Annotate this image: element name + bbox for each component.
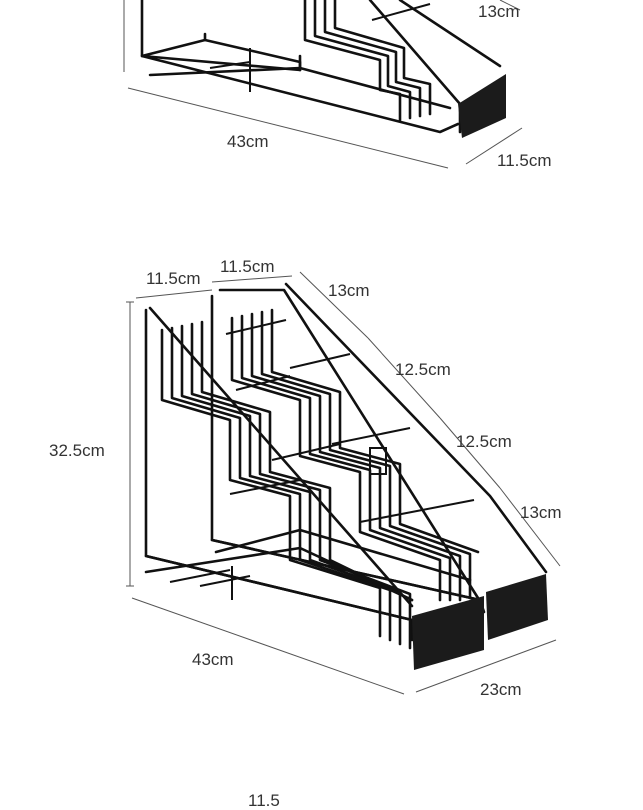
slot-width-label-2: 11.5cm: [220, 257, 275, 276]
top-rack-depth-label: 13cm: [478, 2, 520, 21]
width-label: 23cm: [480, 680, 522, 699]
length-label: 43cm: [192, 650, 234, 669]
tier-label-1: 13cm: [328, 281, 370, 300]
tier-label-3: 12.5cm: [456, 432, 512, 451]
bottom-partial-label: 11.5: [248, 791, 280, 810]
top-rack-length-label: 43cm: [227, 132, 269, 151]
height-label: 32.5cm: [49, 441, 105, 460]
top-rack-width-label: 11.5cm: [497, 151, 552, 170]
tier-label-4: 13cm: [520, 503, 562, 522]
slot-width-label-1: 11.5cm: [146, 269, 201, 288]
tier-label-2: 12.5cm: [395, 360, 451, 379]
